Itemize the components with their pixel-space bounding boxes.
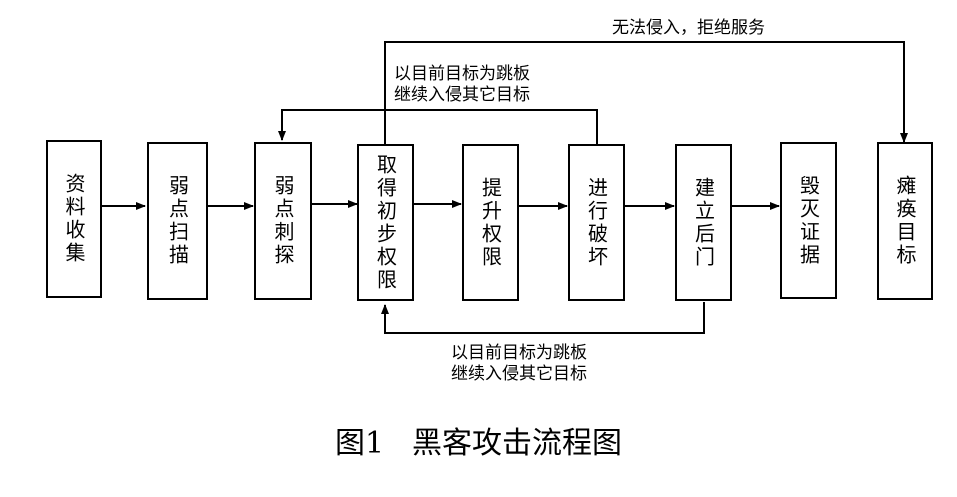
- caption-title: 黑客攻击流程图: [412, 426, 623, 461]
- deny-service-loop: [384, 41, 908, 144]
- step-label: 进行破坏: [584, 176, 609, 269]
- step-box-backdoor: 建立后门: [675, 144, 732, 301]
- step-box-paralyze-target: 瘫痪目标: [877, 142, 933, 300]
- pivot-loop-top: [278, 109, 598, 144]
- pivot-loop-bottom: [381, 302, 705, 334]
- step-label: 建立后门: [691, 176, 716, 269]
- step-label: 取得初步权限: [373, 153, 398, 292]
- step-label: 资料收集: [62, 173, 86, 265]
- step-box-vuln-scan: 弱点扫描: [147, 142, 208, 300]
- step-label: 毁灭证据: [796, 174, 821, 267]
- pivot-bottom-label-line2: 继续入侵其它目标: [451, 364, 587, 384]
- step-label: 提升权限: [478, 176, 503, 269]
- step-box-vuln-probe: 弱点刺探: [254, 142, 312, 300]
- step-box-sabotage: 进行破坏: [568, 144, 625, 301]
- pivot-top-label-line2: 继续入侵其它目标: [394, 85, 530, 105]
- step-box-destroy-evidence: 毁灭证据: [780, 142, 837, 299]
- pivot-top-label-line1: 以目前目标为跳板: [394, 64, 530, 84]
- step-box-initial-access: 取得初步权限: [357, 144, 414, 301]
- step-label: 弱点扫描: [165, 175, 190, 267]
- deny-service-label: 无法侵入，拒绝服务: [612, 18, 765, 38]
- step-label: 瘫痪目标: [893, 175, 917, 267]
- step-box-collect-info: 资料收集: [46, 140, 102, 298]
- caption-number: 图1: [334, 426, 385, 461]
- step-box-privilege-escalation: 提升权限: [462, 144, 519, 301]
- step-label: 弱点刺探: [271, 175, 295, 267]
- pivot-bottom-label-line1: 以目前目标为跳板: [451, 343, 587, 363]
- figure-caption: 图1 黑客攻击流程图: [0, 418, 957, 462]
